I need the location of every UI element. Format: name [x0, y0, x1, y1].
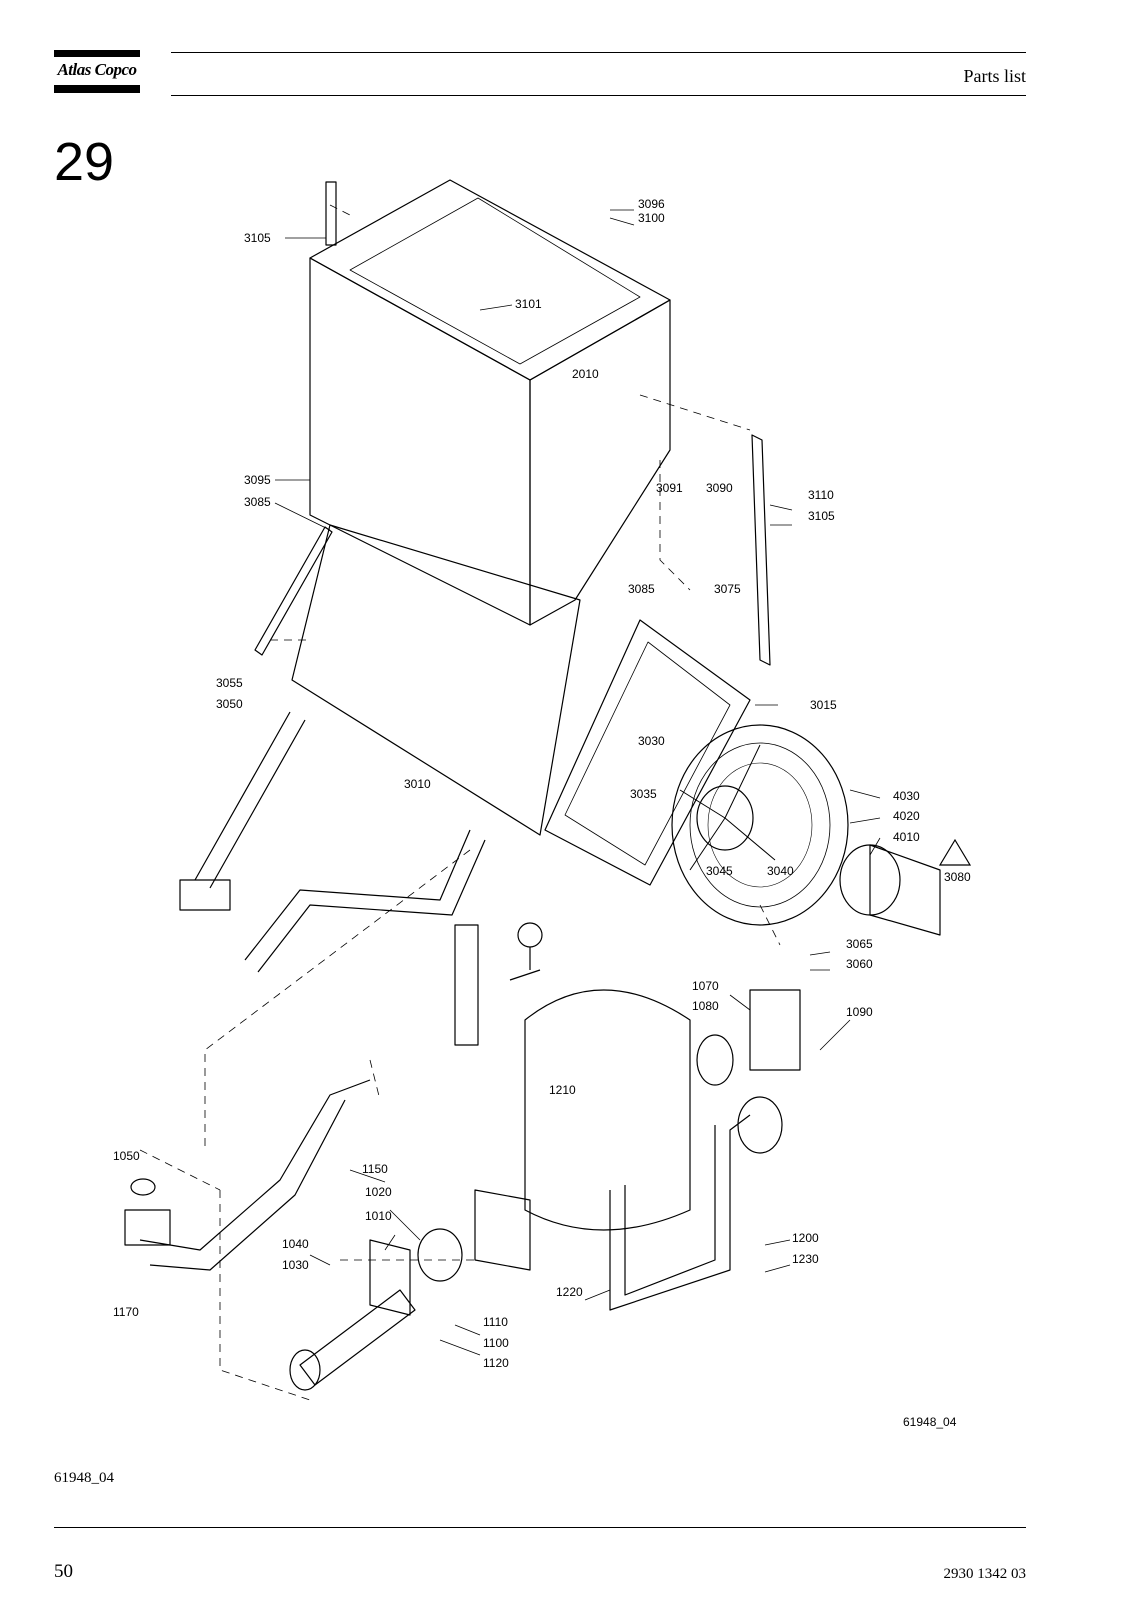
chapter-number: 29	[54, 132, 115, 192]
document-number: 2930 1342 03	[943, 1566, 1027, 1582]
label-3035: 3035	[630, 787, 657, 801]
label-3105-left: 3105	[244, 231, 271, 245]
label-3080: 3080	[944, 870, 971, 884]
label-1020: 1020	[365, 1185, 392, 1199]
label-3030: 3030	[638, 734, 665, 748]
label-1210: 1210	[549, 1083, 576, 1097]
page-number: 50	[54, 1561, 73, 1582]
figure-id: 61948_04	[903, 1415, 957, 1429]
label-3095: 3095	[244, 473, 271, 487]
label-1080: 1080	[692, 999, 719, 1013]
label-1170: 1170	[113, 1305, 139, 1319]
label-3110: 3110	[808, 488, 834, 502]
label-1150: 1150	[362, 1162, 388, 1176]
label-3045: 3045	[706, 864, 733, 878]
logo-text: Atlas Copco	[57, 60, 137, 79]
label-1050: 1050	[113, 1149, 140, 1163]
hood-3010	[291, 524, 581, 836]
canopy-side	[529, 299, 671, 626]
header-rule-bottom	[171, 95, 1026, 96]
header-rule-top	[171, 52, 1026, 53]
label-1040: 1040	[282, 1237, 309, 1251]
canopy-front	[309, 257, 531, 626]
logo-bar-top	[54, 50, 140, 57]
label-3015: 3015	[810, 698, 837, 712]
label-4010: 4010	[893, 830, 920, 844]
label-1090: 1090	[846, 1005, 873, 1019]
label-1070: 1070	[692, 979, 719, 993]
cover-1010	[369, 1239, 411, 1316]
label-4020: 4020	[893, 809, 920, 823]
page-title: Parts list	[963, 66, 1026, 86]
atlas-copco-logo: Atlas Copco	[54, 50, 140, 94]
label-2010: 2010	[572, 367, 599, 381]
label-1220: 1220	[556, 1285, 583, 1299]
label-1230: 1230	[792, 1252, 819, 1266]
label-3105-right: 3105	[808, 509, 835, 523]
frame-3015	[544, 619, 751, 886]
label-3090: 3090	[706, 481, 733, 495]
warning-icon	[938, 838, 972, 866]
fan-hub	[696, 785, 754, 851]
label-3075: 3075	[714, 582, 741, 596]
label-3091: 3091	[656, 481, 683, 495]
label-3101: 3101	[515, 297, 542, 311]
footer-rule	[54, 1527, 1026, 1528]
label-1110: 1110	[483, 1315, 508, 1329]
outlet-1070	[749, 989, 801, 1071]
label-1010: 1010	[365, 1209, 392, 1223]
figure-reference: 61948_04	[54, 1470, 114, 1486]
logo-bar-bottom	[54, 85, 140, 93]
label-1200: 1200	[792, 1231, 819, 1245]
label-1030: 1030	[282, 1258, 309, 1272]
label-3096: 3096	[638, 197, 665, 211]
label-1100: 1100	[483, 1336, 509, 1350]
label-3060: 3060	[846, 957, 873, 971]
label-3040: 3040	[767, 864, 794, 878]
label-4030: 4030	[893, 789, 920, 803]
label-3055: 3055	[216, 676, 243, 690]
label-3100: 3100	[638, 211, 665, 225]
label-1120: 1120	[483, 1356, 509, 1370]
receiver-tank	[524, 989, 691, 1231]
label-3010: 3010	[404, 777, 431, 791]
label-3065: 3065	[846, 937, 873, 951]
label-3085-mid: 3085	[628, 582, 655, 596]
fan-guard	[671, 724, 849, 926]
label-3050: 3050	[216, 697, 243, 711]
label-3085-top: 3085	[244, 495, 271, 509]
